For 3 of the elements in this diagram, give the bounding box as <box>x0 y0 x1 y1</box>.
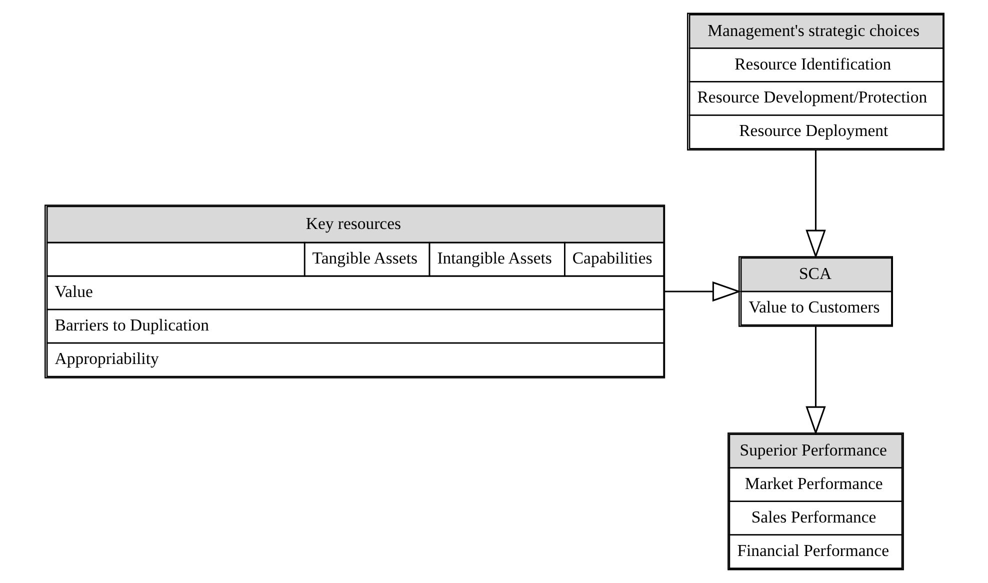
arrow <box>805 326 826 436</box>
arrow <box>664 281 741 302</box>
arrow <box>805 150 826 259</box>
